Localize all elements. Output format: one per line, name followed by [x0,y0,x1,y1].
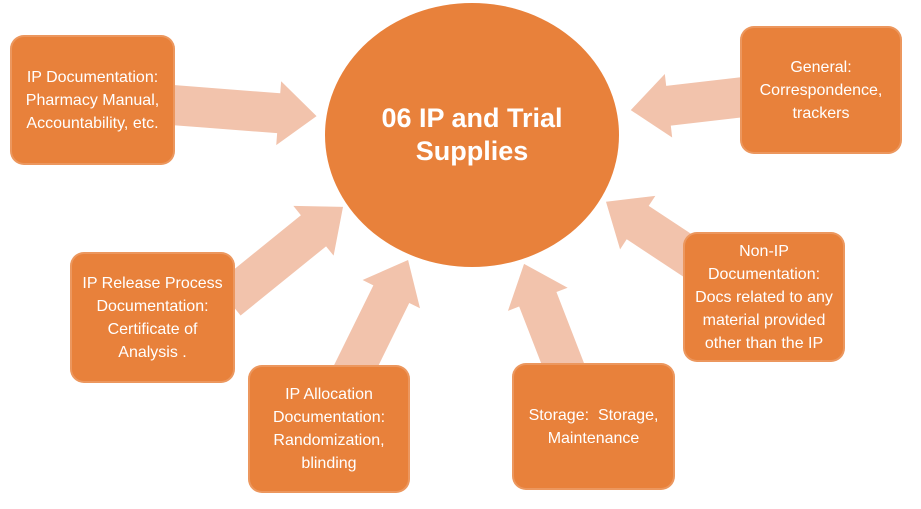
node-ip-allocation: IP Allocation Documentation: Randomizati… [248,365,410,493]
node-general-label: General: Correspondence, trackers [759,58,887,122]
node-ip-allocation-label: IP Allocation Documentation: Randomizati… [272,386,390,472]
arrow-storage [507,263,585,380]
arrow-ip-allocation [334,260,421,383]
node-ip-documentation: IP Documentation: Pharmacy Manual, Accou… [10,35,175,165]
node-ip-release-process: IP Release Process Documentation: Certif… [70,252,235,383]
node-ip-release-process-label: IP Release Process Documentation: Certif… [82,274,228,361]
arrow-ip-release-process [215,205,344,316]
node-storage: Storage: Storage, Maintenance [512,363,675,490]
node-storage-label: Storage: Storage, Maintenance [528,406,663,447]
arrow-general [630,73,747,138]
center-node-label: 06 IP and Trial Supplies [381,103,563,166]
node-ip-documentation-label: IP Documentation: Pharmacy Manual, Accou… [25,68,163,132]
node-non-ip-documentation: Non-IP Documentation: Docs related to an… [683,232,845,362]
arrow-ip-documentation [170,81,317,146]
node-general: General: Correspondence, trackers [740,26,902,154]
center-node: 06 IP and Trial Supplies [325,3,619,267]
node-non-ip-documentation-label: Non-IP Documentation: Docs related to an… [695,242,838,352]
